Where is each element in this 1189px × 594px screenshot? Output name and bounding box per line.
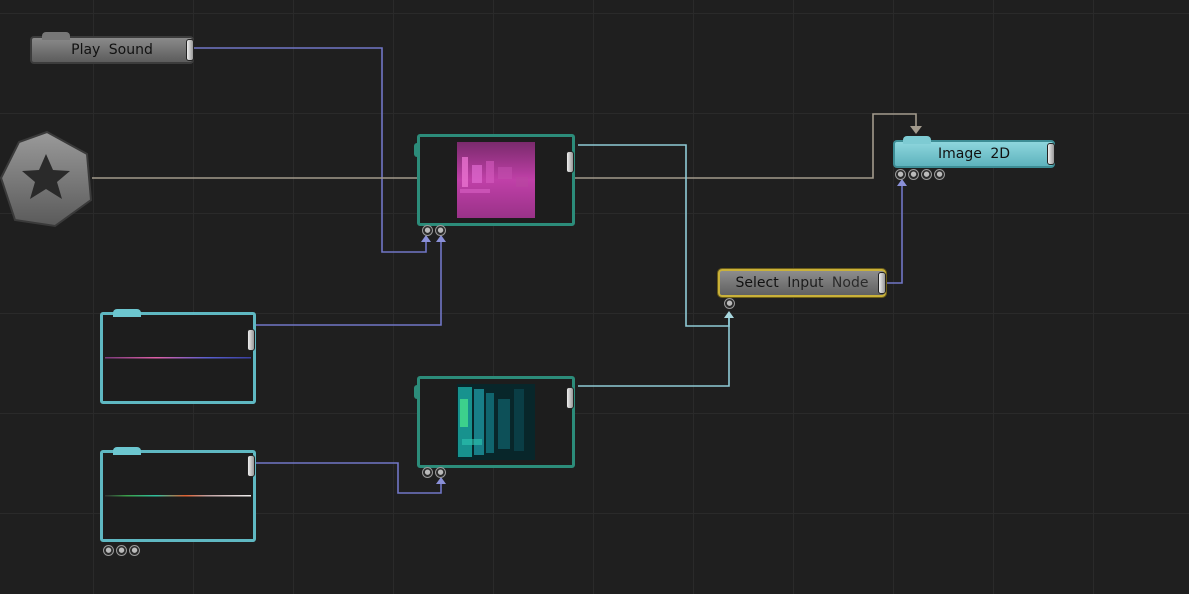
input-port[interactable]: ●	[116, 545, 127, 556]
node-tab	[113, 309, 141, 317]
waveform-preview	[105, 357, 251, 359]
wire-select-to-image2d[interactable]	[886, 184, 903, 284]
output-port[interactable]	[566, 151, 574, 173]
arrowhead-select-port	[724, 311, 734, 318]
play-sound-label-1: Play	[71, 42, 101, 58]
teal-spectrogram-preview	[457, 384, 535, 460]
output-port[interactable]	[247, 455, 255, 477]
node-tab	[113, 447, 141, 455]
node-tab	[903, 136, 931, 144]
waveform-node-bottom[interactable]: ● ● ●	[100, 447, 256, 556]
wire-pink-to-select[interactable]	[578, 144, 730, 327]
node-tab	[414, 143, 420, 157]
image-2d-node[interactable]: Image 2D ● ● ● ●	[893, 136, 1055, 180]
select-input-label-1: Select	[735, 275, 779, 291]
input-port[interactable]: ●	[908, 169, 919, 180]
input-ports: ●	[724, 298, 735, 309]
spectrogram-node-teal[interactable]: ● ●	[414, 376, 575, 478]
arrowhead-image2d-port	[897, 179, 907, 186]
output-port[interactable]	[186, 39, 194, 61]
arrowhead-pink-port1	[421, 235, 431, 242]
magenta-spectrogram-preview	[457, 142, 535, 218]
arrowhead-pink-port2	[436, 235, 446, 242]
select-input-label-2: Input	[787, 275, 824, 291]
wire-waveform-bottom-to-teal[interactable]	[256, 462, 442, 494]
input-port[interactable]: ●	[921, 169, 932, 180]
arrowhead-image2d-top	[910, 126, 922, 134]
input-port[interactable]: ●	[422, 467, 433, 478]
input-ports: ● ●	[422, 467, 446, 478]
image-2d-label-2: 2D	[990, 146, 1010, 162]
spectrogram-node-magenta[interactable]: ● ●	[414, 134, 575, 236]
star-icon	[0, 130, 93, 228]
input-ports: ● ● ●	[103, 545, 140, 556]
input-port[interactable]: ●	[435, 225, 446, 236]
input-port[interactable]: ●	[895, 169, 906, 180]
input-port[interactable]: ●	[103, 545, 114, 556]
image-2d-label-1: Image	[938, 146, 982, 162]
input-port[interactable]: ●	[422, 225, 433, 236]
output-port[interactable]	[1047, 143, 1055, 165]
input-ports: ● ● ● ●	[895, 169, 945, 180]
output-port[interactable]	[566, 387, 574, 409]
play-sound-label-2: Sound	[108, 42, 153, 58]
star-node[interactable]	[0, 128, 97, 230]
select-input-node[interactable]: Select Input Node ●	[718, 269, 886, 309]
node-tab	[414, 385, 420, 399]
select-input-label-3: Node	[831, 275, 869, 291]
wire-star-to-image2d[interactable]	[92, 113, 917, 179]
output-port[interactable]	[247, 329, 255, 351]
node-tab	[42, 32, 70, 40]
arrowhead-teal-port	[436, 477, 446, 484]
input-ports: ● ●	[422, 225, 446, 236]
wire-play-sound-to-pink[interactable]	[194, 47, 427, 253]
waveform-node-top[interactable]	[100, 309, 256, 404]
input-port[interactable]: ●	[724, 298, 735, 309]
input-port[interactable]: ●	[129, 545, 140, 556]
output-port[interactable]	[878, 272, 886, 294]
input-port[interactable]: ●	[435, 467, 446, 478]
input-port[interactable]: ●	[934, 169, 945, 180]
wire-waveform-top-to-pink[interactable]	[256, 238, 442, 326]
wire-teal-to-select[interactable]	[578, 314, 730, 387]
play-sound-node[interactable]: Play Sound	[30, 32, 194, 64]
rainbow-waveform-preview	[105, 495, 251, 497]
